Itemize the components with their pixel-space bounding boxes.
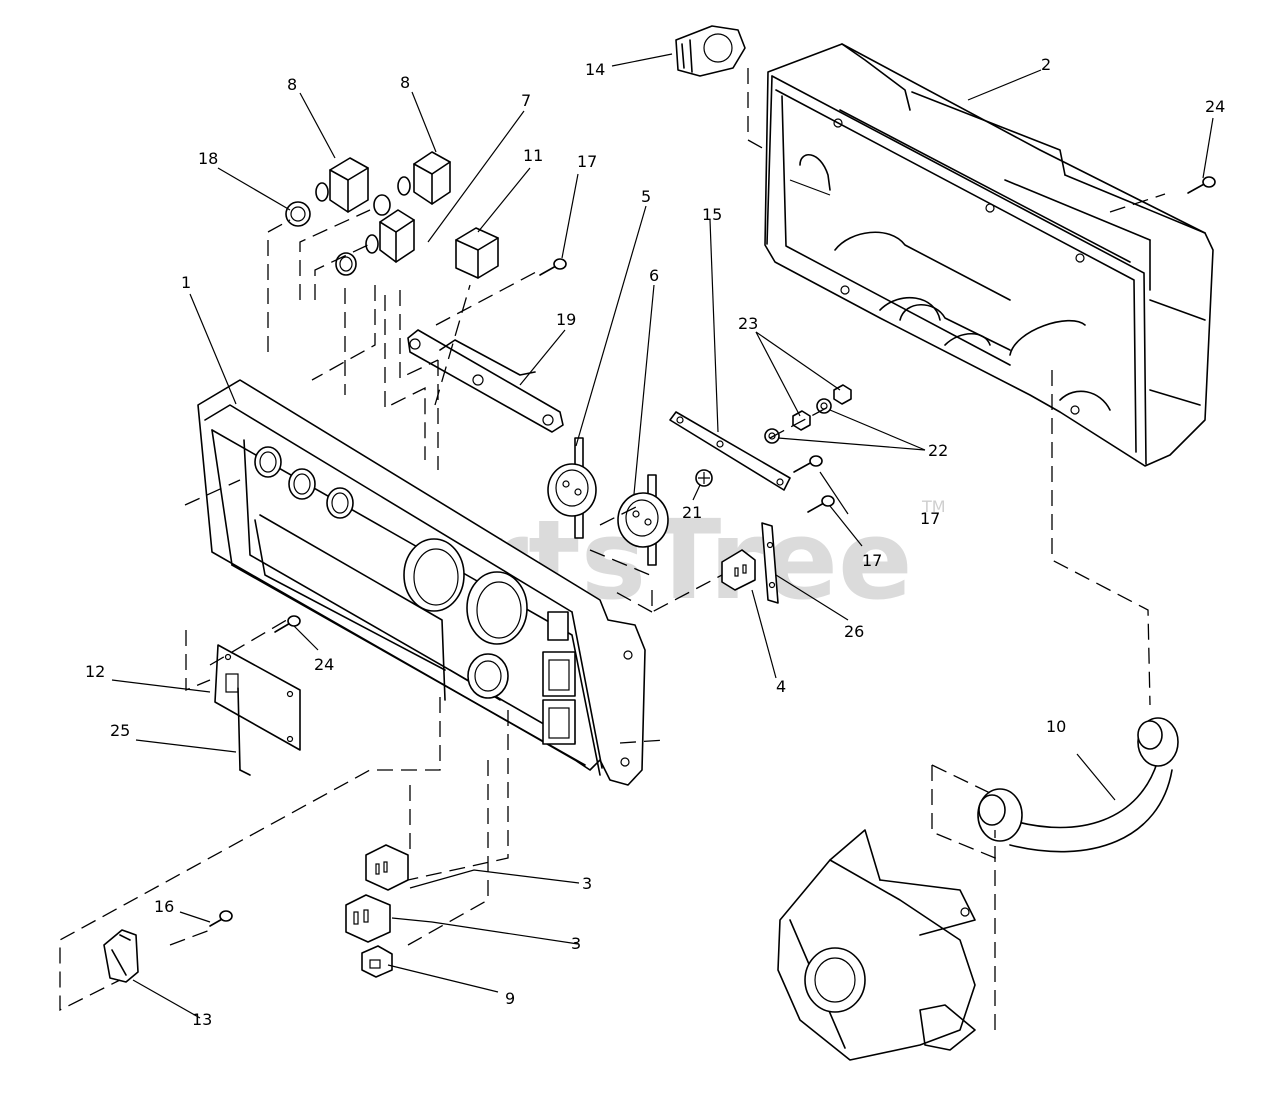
part-4-outlet[interactable] bbox=[721, 549, 756, 591]
callout-12: 12 bbox=[85, 662, 105, 681]
part-1-control-panel[interactable] bbox=[197, 379, 646, 786]
callout-17-top: 17 bbox=[577, 152, 597, 171]
part-8-circuit-breaker-left[interactable] bbox=[315, 157, 369, 213]
callout-8-right: 8 bbox=[400, 73, 410, 92]
callout-3-lower: 3 bbox=[571, 934, 581, 953]
callout-2: 2 bbox=[1041, 55, 1051, 74]
callout-labels: 1 2 3 3 4 5 6 7 8 8 9 10 11 12 13 14 15 … bbox=[85, 55, 1225, 1029]
callout-3-upper: 3 bbox=[582, 874, 592, 893]
part-5-twist-lock-receptacle[interactable] bbox=[547, 437, 597, 539]
part-12-plate[interactable] bbox=[214, 644, 301, 751]
part-7-circuit-breaker[interactable] bbox=[365, 194, 415, 263]
part-6-twist-lock-receptacle[interactable] bbox=[617, 474, 669, 566]
part-3-outlet-lower[interactable] bbox=[345, 894, 391, 943]
callout-21: 21 bbox=[682, 503, 702, 522]
part-16-screw[interactable] bbox=[209, 910, 233, 927]
part-15-terminal-strip[interactable] bbox=[669, 411, 791, 491]
part-26-plate[interactable] bbox=[761, 522, 779, 604]
callout-4: 4 bbox=[776, 677, 786, 696]
callout-14: 14 bbox=[585, 60, 605, 79]
callout-24-panel: 24 bbox=[314, 655, 334, 674]
part-8-circuit-breaker-right[interactable] bbox=[397, 151, 451, 205]
callout-5: 5 bbox=[641, 187, 651, 206]
part-17-screw-top[interactable] bbox=[539, 258, 567, 276]
callout-6: 6 bbox=[649, 266, 659, 285]
part-fan-housing[interactable] bbox=[777, 829, 976, 1061]
assembly-lines bbox=[59, 68, 1166, 1030]
callout-17-low: 17 bbox=[862, 551, 882, 570]
callout-8-left: 8 bbox=[287, 75, 297, 94]
part-2-enclosure-box[interactable] bbox=[764, 43, 1214, 467]
part-3-outlet-upper[interactable] bbox=[365, 844, 409, 891]
callout-16: 16 bbox=[154, 897, 174, 916]
part-9-rocker-switch[interactable] bbox=[361, 945, 393, 978]
callout-26: 26 bbox=[844, 622, 864, 641]
part-19-bracket[interactable] bbox=[407, 329, 564, 433]
callout-17-mid: 17 bbox=[920, 509, 940, 528]
part-25-wire[interactable] bbox=[237, 687, 251, 776]
part-17-screw-low[interactable] bbox=[807, 495, 835, 513]
part-17-screw-mid[interactable] bbox=[793, 455, 823, 473]
part-11-block[interactable] bbox=[455, 227, 499, 279]
part-13-switch[interactable] bbox=[103, 929, 139, 983]
part-8-breaker-small[interactable] bbox=[335, 252, 357, 276]
part-21-screw[interactable] bbox=[695, 469, 713, 487]
callout-18: 18 bbox=[198, 149, 218, 168]
part-18-grommet[interactable] bbox=[285, 201, 311, 227]
callout-13: 13 bbox=[192, 1010, 212, 1029]
callout-23: 23 bbox=[738, 314, 758, 333]
callout-22: 22 bbox=[928, 441, 948, 460]
part-14-grommet[interactable] bbox=[675, 25, 746, 77]
leader-lines bbox=[111, 53, 1214, 1019]
callout-1: 1 bbox=[181, 273, 191, 292]
callout-15: 15 bbox=[702, 205, 722, 224]
callout-7: 7 bbox=[521, 91, 531, 110]
callout-25: 25 bbox=[110, 721, 130, 740]
callout-11: 11 bbox=[523, 146, 543, 165]
callout-9: 9 bbox=[505, 989, 515, 1008]
part-24-screw-top[interactable] bbox=[1187, 176, 1216, 194]
part-10-cord[interactable] bbox=[977, 717, 1179, 853]
callout-19: 19 bbox=[556, 310, 576, 329]
watermark-tm: TM bbox=[921, 497, 946, 516]
callout-24-top: 24 bbox=[1205, 97, 1225, 116]
callout-10: 10 bbox=[1046, 717, 1066, 736]
